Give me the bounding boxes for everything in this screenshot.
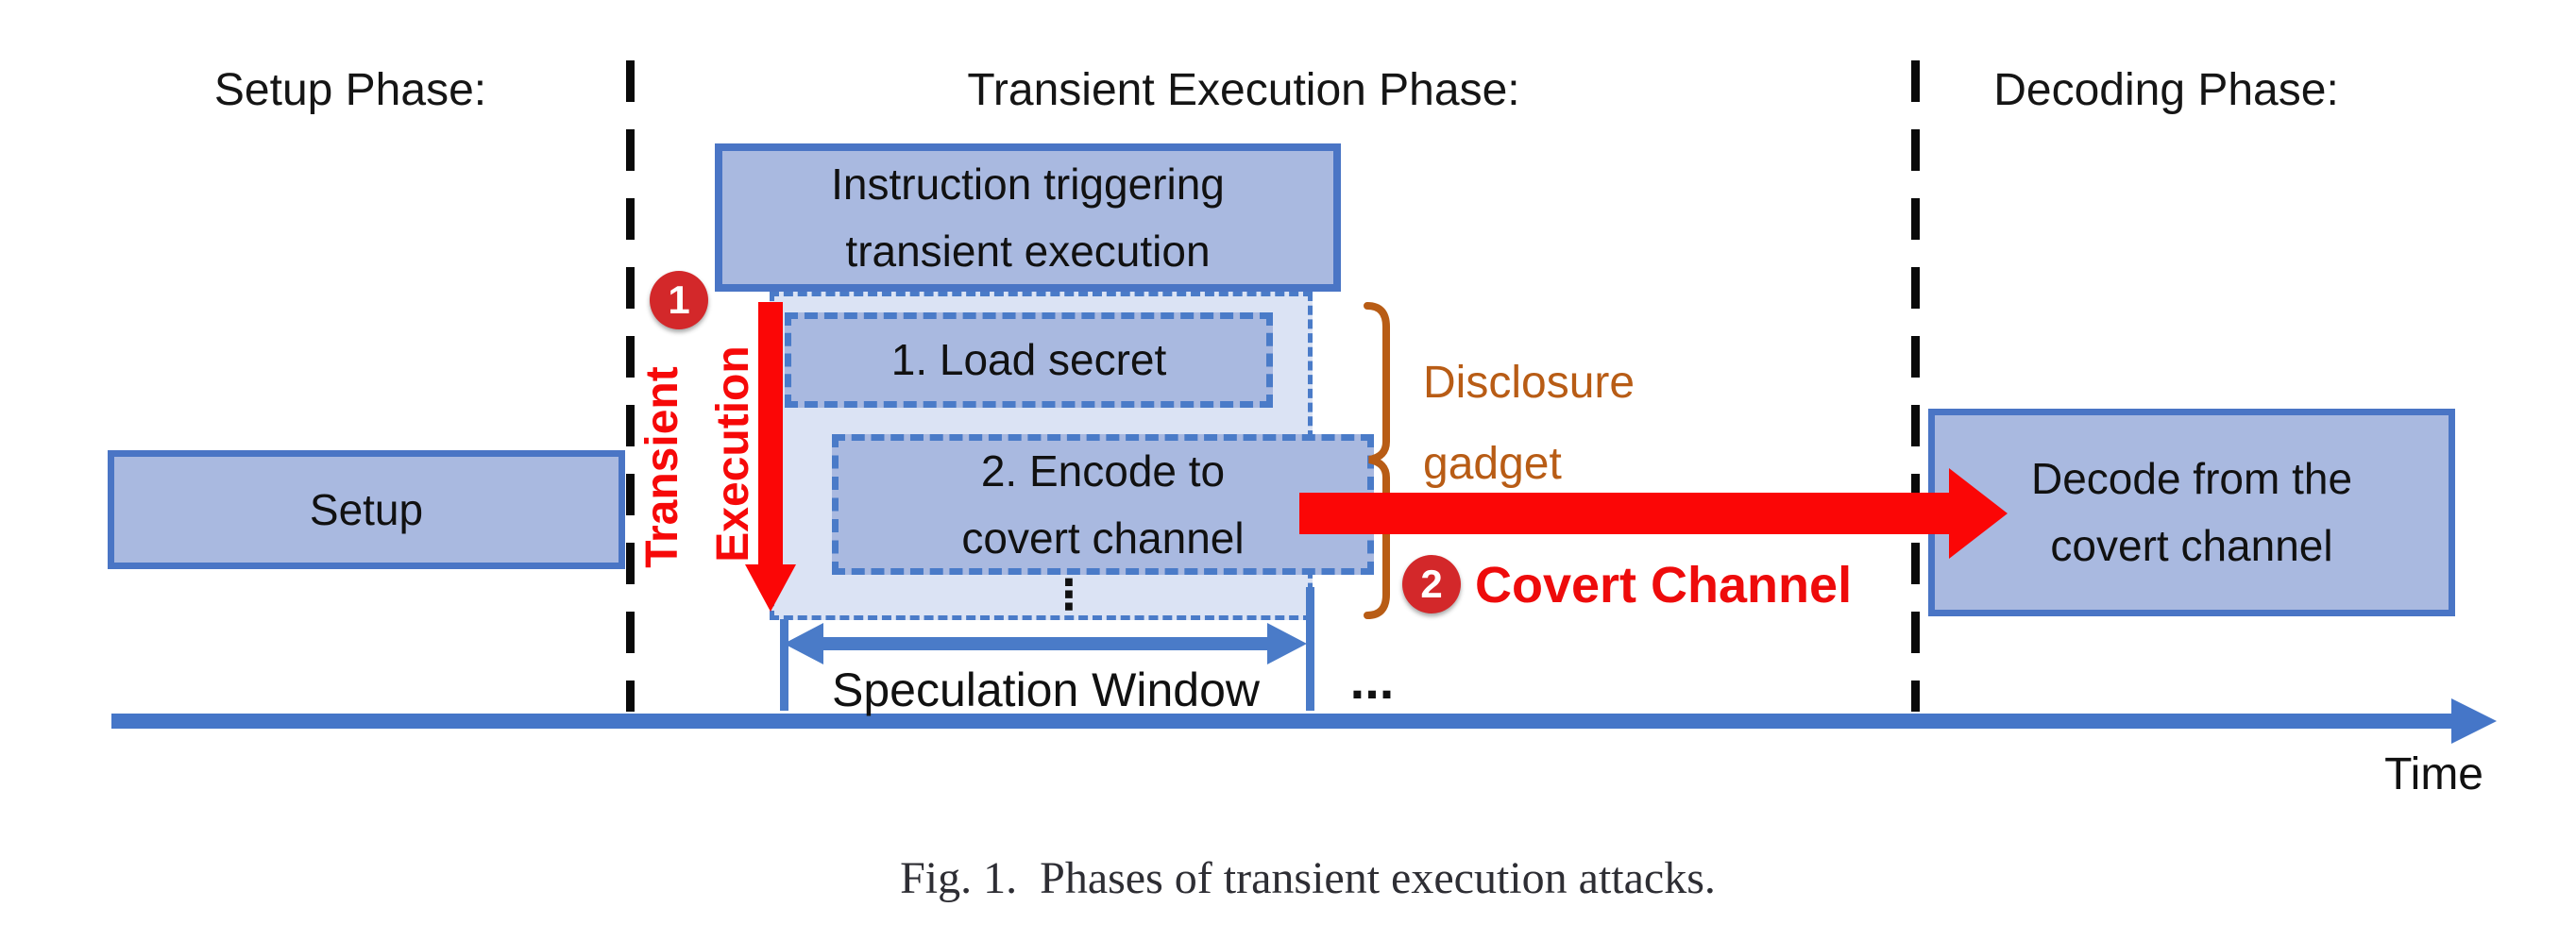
transient-execution-phase-label: Transient Execution Phase: bbox=[967, 65, 1520, 115]
phase-divider-line-right bbox=[1911, 60, 1920, 712]
step-badge-2-icon: 2 bbox=[1402, 555, 1461, 613]
setup-phase-label: Setup Phase: bbox=[213, 65, 487, 115]
transient-vertical-word: Transient bbox=[636, 366, 687, 568]
covert-channel-label: Covert Channel bbox=[1475, 557, 1853, 613]
transient-execution-down-arrow-shaft bbox=[758, 302, 783, 566]
time-axis-label: Time bbox=[2384, 749, 2483, 799]
timeline-axis-arrow-head bbox=[2451, 698, 2497, 744]
decode-box-line1: Decode from the bbox=[2030, 454, 2353, 503]
after-window-ellipsis: ... bbox=[1349, 650, 1395, 710]
step2-encode-line2: covert channel bbox=[961, 513, 1245, 563]
timeline-axis-shaft bbox=[111, 714, 2453, 729]
phase-divider-line-left bbox=[626, 60, 635, 712]
disclosure-gadget-line2: gadget bbox=[1423, 439, 1562, 489]
instruction-trigger-box: Instruction triggering transient executi… bbox=[715, 143, 1341, 292]
speculation-window-right-tick bbox=[1306, 587, 1314, 711]
instruction-trigger-line1: Instruction triggering bbox=[831, 159, 1225, 209]
setup-box: Setup bbox=[108, 450, 625, 569]
setup-box-label: Setup bbox=[309, 484, 424, 534]
step2-encode-line1: 2. Encode to bbox=[980, 445, 1226, 496]
step-badge-1-icon: 1 bbox=[650, 271, 708, 329]
transient-execution-down-arrow-head bbox=[745, 564, 796, 612]
covert-channel-arrow-shaft bbox=[1299, 493, 1951, 534]
speculation-window-arrow-left-head bbox=[784, 623, 823, 664]
step2-encode-box: 2. Encode to covert channel bbox=[832, 434, 1374, 575]
speculation-window-label: Speculation Window bbox=[831, 664, 1261, 716]
disclosure-gadget-line1: Disclosure bbox=[1423, 358, 1635, 408]
speculation-window-left-tick bbox=[780, 619, 788, 711]
covert-channel-arrow-head bbox=[1949, 468, 2008, 559]
decode-box-line2: covert channel bbox=[2050, 521, 2333, 570]
speculation-window-arrow-shaft bbox=[818, 637, 1273, 650]
instruction-trigger-line2: transient execution bbox=[845, 226, 1211, 276]
step1-load-secret-label: 1. Load secret bbox=[890, 335, 1167, 384]
figure-caption: Fig. 1. Phases of transient execution at… bbox=[900, 853, 1716, 903]
disclosure-gadget-bracket-icon bbox=[1364, 302, 1390, 619]
step1-load-secret-box: 1. Load secret bbox=[785, 312, 1273, 408]
speculation-window-arrow-right-head bbox=[1267, 623, 1307, 664]
execution-vertical-word: Execution bbox=[707, 345, 758, 563]
more-steps-ellipsis: ⋮ bbox=[1048, 572, 1090, 618]
decode-box: Decode from the covert channel bbox=[1928, 409, 2455, 616]
decoding-phase-label: Decoding Phase: bbox=[1993, 65, 2339, 115]
